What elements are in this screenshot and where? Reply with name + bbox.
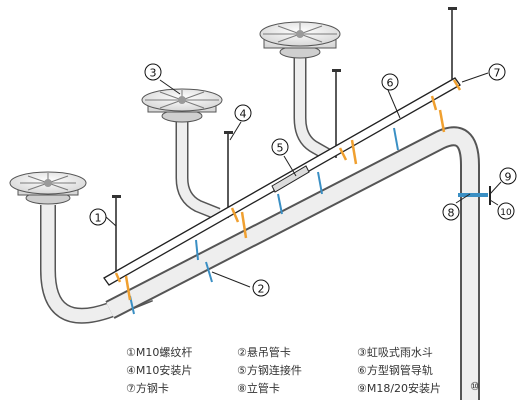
callout-9: 9 bbox=[499, 167, 517, 185]
rail-connector bbox=[271, 165, 310, 193]
pipe-branch-middle bbox=[175, 118, 221, 221]
legend-item-2: ②悬吊管卡 bbox=[237, 346, 291, 359]
callout-4: 4 bbox=[234, 104, 252, 122]
pipe-hanger-clamps-blue bbox=[129, 127, 399, 315]
legend-item-10: ⑩ bbox=[470, 380, 480, 393]
callout-7: 7 bbox=[488, 63, 506, 81]
pipe-branch-left bbox=[40, 205, 153, 324]
svg-text:8: 8 bbox=[448, 207, 455, 220]
siphonic-drain-right bbox=[259, 21, 341, 59]
leader-lines bbox=[105, 72, 502, 288]
svg-text:9: 9 bbox=[505, 171, 512, 184]
legend-item-6: ⑥方型钢管导轨 bbox=[357, 364, 433, 377]
legend-item-5: ⑤方钢连接件 bbox=[237, 364, 302, 377]
rail-clamps-orange bbox=[114, 79, 462, 301]
callout-3: 3 bbox=[144, 63, 162, 81]
callout-6: 6 bbox=[381, 73, 399, 91]
svg-text:5: 5 bbox=[277, 142, 284, 155]
svg-text:7: 7 bbox=[494, 67, 501, 80]
callout-2: 2 bbox=[252, 279, 270, 297]
svg-text:1: 1 bbox=[95, 212, 102, 225]
pipe-main-collector bbox=[105, 126, 480, 400]
legend-item-4: ④M10安装片 bbox=[126, 364, 193, 377]
svg-text:6: 6 bbox=[387, 77, 394, 90]
legend-item-7: ⑦方钢卡 bbox=[126, 382, 169, 395]
threaded-rods bbox=[115, 10, 453, 278]
legend-item-9: ⑨M18/20安装片 bbox=[357, 382, 442, 395]
callout-8: 8 bbox=[442, 203, 460, 221]
mounting-plates bbox=[112, 7, 457, 198]
legend-item-3: ③虹吸式雨水斗 bbox=[357, 346, 433, 359]
svg-text:3: 3 bbox=[150, 67, 157, 80]
legend-item-1: ①M10螺纹杆 bbox=[126, 346, 193, 359]
svg-text:10: 10 bbox=[500, 208, 512, 218]
riser-pipe-clamp bbox=[458, 186, 491, 205]
pipe-branch-right bbox=[293, 55, 334, 162]
siphonic-drain-middle bbox=[141, 88, 223, 123]
legend-item-8: ⑧立管卡 bbox=[237, 382, 280, 395]
svg-text:2: 2 bbox=[258, 283, 265, 296]
callout-1: 1 bbox=[89, 208, 107, 226]
callout-5: 5 bbox=[271, 138, 289, 156]
callout-10: 10 bbox=[497, 202, 515, 220]
siphonic-drain-left bbox=[9, 171, 87, 205]
svg-text:4: 4 bbox=[240, 108, 247, 121]
